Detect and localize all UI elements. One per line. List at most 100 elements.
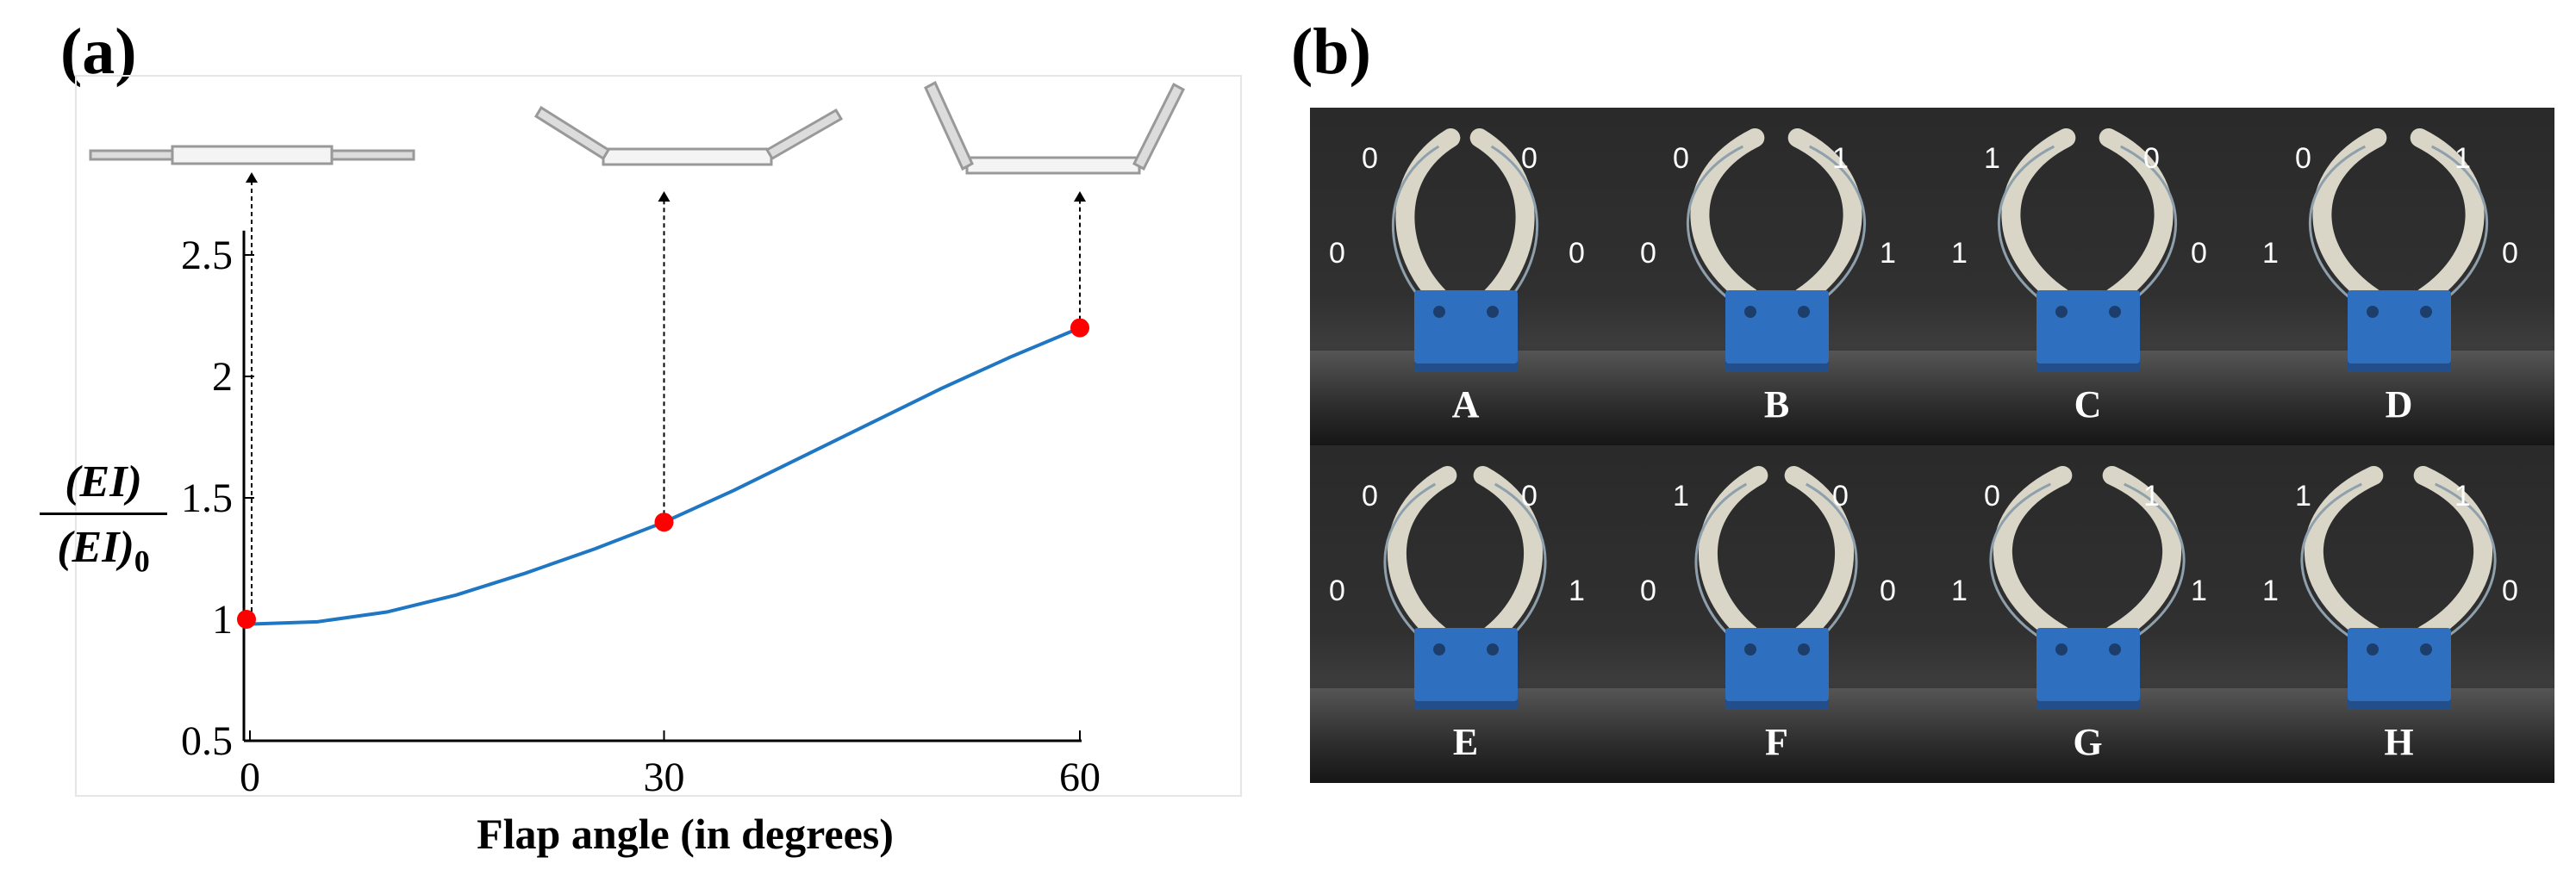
segment-state-label: 1: [1832, 142, 1849, 175]
air-tube: [2124, 482, 2186, 645]
guide-arrowhead: [246, 172, 258, 183]
air-tube: [1383, 482, 1437, 645]
gripper-base: [2036, 627, 2140, 710]
segment-state-label: 0: [1329, 575, 1345, 607]
photo-letter-label: F: [1765, 721, 1788, 763]
air-tube: [1998, 145, 2055, 308]
air-tube: [1805, 482, 1858, 645]
segment-state-label: 0: [1569, 237, 1585, 270]
segment-state-label: 0: [1640, 237, 1656, 270]
segment-state-label: 1: [2262, 237, 2279, 270]
y-tick-label: 2: [212, 354, 233, 400]
photo-letter-label: D: [2385, 383, 2413, 426]
air-tube: [1391, 145, 1440, 308]
y-tick-label: 1: [212, 597, 233, 643]
gripper-fingers: [1391, 128, 1539, 308]
segment-state-label: 0: [2502, 237, 2518, 270]
gripper-fingers: [1989, 466, 2186, 645]
air-tube: [2119, 145, 2177, 308]
x-axis-label: Flap angle (in degrees): [477, 810, 894, 858]
segment-state-label: 0: [1329, 237, 1345, 270]
y-tick-label: 1.5: [181, 475, 233, 521]
segment-state-label: 0: [1362, 480, 1378, 513]
air-tube: [1494, 482, 1547, 645]
segment-state-label: 1: [1951, 237, 1968, 270]
air-tube: [2309, 145, 2367, 308]
segment-state-label: 0: [1521, 480, 1537, 513]
finger-left: [1388, 466, 1457, 644]
segment-state-label: 0: [1640, 575, 1656, 607]
segment-state-label: 0: [2295, 142, 2311, 175]
segment-state-label: 0: [1984, 480, 2000, 513]
photo-letter-label: E: [1452, 721, 1479, 763]
segment-state-label: 1: [2143, 480, 2160, 513]
photo-letter-label: C: [2074, 383, 2102, 426]
segment-state-label: 1: [1569, 575, 1585, 607]
y-tick-label: 0.5: [181, 718, 233, 764]
segment-state-label: 1: [2454, 480, 2471, 513]
segment-state-label: 1: [1880, 237, 1896, 270]
y-axis-label: (EI) (EI)0: [34, 457, 172, 579]
gripper-base: [2036, 289, 2140, 372]
segment-state-label: 0: [1521, 142, 1537, 175]
gripper-fingers: [2309, 128, 2488, 308]
guide-arrowhead: [658, 191, 671, 202]
segment-state-label: 1: [2454, 142, 2471, 175]
segment-state-label: 0: [2191, 237, 2207, 270]
gripper-fingers: [1998, 128, 2177, 308]
segment-state-label: 0: [1673, 142, 1689, 175]
data-marker-point: [237, 610, 256, 629]
gripper-base: [2347, 627, 2451, 710]
y-label-denominator: (EI)0: [57, 523, 150, 579]
x-tick-label: 30: [644, 755, 685, 800]
air-tube: [1808, 145, 1866, 308]
cross-section-60: [924, 80, 1185, 175]
tick-labels: 0.5 1 1.5 2 2.5 0 30 60: [181, 233, 1101, 800]
segment-state-label: 1: [2295, 480, 2311, 513]
air-tube: [2430, 145, 2488, 308]
segment-state-label: 0: [1832, 480, 1849, 513]
y-tick-label: 2.5: [181, 233, 233, 278]
segment-state-label: 0: [2143, 142, 2160, 175]
photo-letter-label: H: [2384, 721, 2414, 763]
segment-state-label: 1: [1673, 480, 1689, 513]
guide-arrows: [246, 172, 1086, 619]
finger-left: [1690, 128, 1765, 307]
gripper-fingers: [1694, 466, 1858, 645]
segment-state-label: 0: [2502, 575, 2518, 607]
segment-state-label: 0: [1880, 575, 1896, 607]
air-tube: [1989, 482, 2051, 645]
finger-left: [2001, 128, 2076, 307]
x-tick-label: 0: [240, 755, 260, 800]
air-tube: [1490, 145, 1539, 308]
panel-label-b: (b): [1291, 16, 1371, 88]
segment-state-label: 1: [2191, 575, 2207, 607]
segment-state-label: 1: [2262, 575, 2279, 607]
photo-letter-label: B: [1763, 383, 1790, 426]
air-tube: [1694, 482, 1748, 645]
segment-state-label: 0: [1362, 142, 1378, 175]
finger-left: [1699, 466, 1768, 644]
plot-frame: [75, 75, 1242, 797]
air-tube: [1687, 145, 1744, 308]
data-marker-point: [1070, 318, 1089, 338]
gripper-fingers: [2300, 466, 2497, 645]
gripper-fingers: [1383, 466, 1547, 645]
stiffness-chart: 0.5 1 1.5 2 2.5 0 30 60 Flap angle (in degrees): [75, 75, 1242, 858]
panel-label-a: (a): [60, 16, 137, 88]
finger-right: [1469, 128, 1535, 307]
data-marker-point: [654, 513, 674, 532]
cross-section-diagrams: [89, 80, 1185, 175]
gripper-base: [1725, 627, 1829, 710]
x-tick-label: 60: [1059, 755, 1101, 800]
segment-state-label: 1: [1951, 575, 1968, 607]
air-tube: [2435, 482, 2497, 645]
